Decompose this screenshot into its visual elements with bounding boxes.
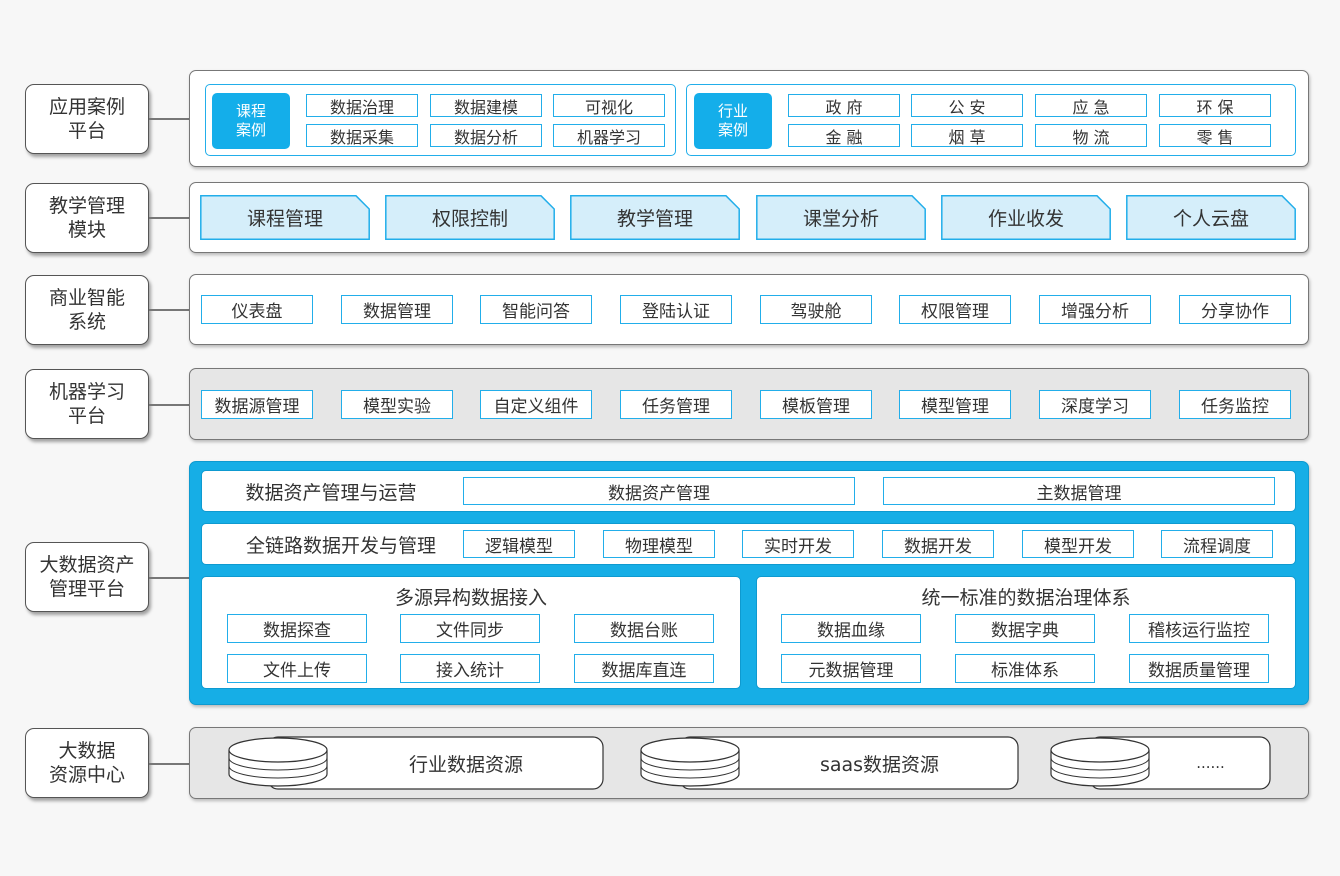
teaching-module-label: 教学管理: [616, 208, 693, 230]
data-dev-item[interactable]: 实时开发: [742, 530, 854, 558]
course-case-item[interactable]: 数据治理: [306, 94, 418, 117]
connector-line: [149, 217, 189, 219]
course-case-item[interactable]: 数据分析: [430, 124, 542, 147]
data-governance-item[interactable]: 标准体系: [955, 654, 1095, 683]
resource-label: saas数据资源: [819, 753, 940, 776]
ml-platform-item[interactable]: 模型实验: [341, 390, 453, 419]
tab-shape: [200, 195, 370, 240]
teaching-module-label: 权限控制: [431, 208, 508, 230]
data-ingest-item[interactable]: 文件同步: [400, 614, 540, 643]
resource-label: 行业数据资源: [408, 753, 523, 776]
data-dev-item[interactable]: 数据开发: [882, 530, 994, 558]
resource-item[interactable]: saas数据资源: [640, 736, 1019, 790]
bi-system-item[interactable]: 权限管理: [899, 295, 1011, 324]
tab-shape: [941, 195, 1111, 240]
connector-line: [149, 118, 189, 120]
data-dev-title: 全链路数据开发与管理: [245, 534, 436, 557]
data-ingest-item[interactable]: 数据探查: [227, 614, 367, 643]
resource-label: ......: [1196, 754, 1225, 772]
bi-system-item[interactable]: 登陆认证: [620, 295, 732, 324]
resource-item[interactable]: ......: [1050, 736, 1271, 790]
data-ingest-item[interactable]: 文件上传: [227, 654, 367, 683]
course-case-tag: 课程 案例: [212, 93, 290, 149]
teaching-module-panel: [189, 182, 1309, 253]
ml-platform-item[interactable]: 深度学习: [1039, 390, 1151, 419]
connector-line: [149, 577, 189, 579]
teaching-module-label: 作业收发: [987, 208, 1064, 230]
data-ingest-item[interactable]: 数据库直连: [574, 654, 714, 683]
data-governance-item[interactable]: 稽核运行监控: [1129, 614, 1269, 643]
course-case-item[interactable]: 机器学习: [553, 124, 665, 147]
bi-system-item[interactable]: 分享协作: [1179, 295, 1291, 324]
industry-case-item[interactable]: 环 保: [1159, 94, 1271, 117]
teaching-module-item[interactable]: 个人云盘: [1126, 195, 1296, 240]
data-governance-item[interactable]: 元数据管理: [781, 654, 921, 683]
ml-platform-item[interactable]: 任务管理: [620, 390, 732, 419]
tab-shape: [1126, 195, 1296, 240]
teaching-module-item[interactable]: 作业收发: [941, 195, 1111, 240]
industry-case-item[interactable]: 公 安: [911, 94, 1023, 117]
data-ingest-title: 多源异构数据接入: [394, 586, 547, 609]
industry-case-item[interactable]: 政 府: [788, 94, 900, 117]
database-icon: [1050, 736, 1271, 790]
connector-line: [149, 404, 189, 406]
row-label-resource-center: 大数据 资源中心: [25, 728, 149, 798]
teaching-module-label: 课程管理: [246, 208, 323, 230]
asset-management-item[interactable]: 数据资产管理: [463, 477, 855, 505]
database-icon: [228, 736, 604, 790]
row-label-bigdata-platform: 大数据资产 管理平台: [25, 542, 149, 612]
teaching-module-item[interactable]: 课堂分析: [756, 195, 926, 240]
data-dev-item[interactable]: 模型开发: [1022, 530, 1134, 558]
tab-shape: [756, 195, 926, 240]
connector-line: [149, 309, 189, 311]
industry-case-tag: 行业 案例: [694, 93, 772, 149]
asset-management-title: 数据资产管理与运营: [245, 481, 417, 504]
data-governance-title: 统一标准的数据治理体系: [921, 586, 1131, 609]
bi-system-item[interactable]: 增强分析: [1039, 295, 1151, 324]
tab-shape: [385, 195, 555, 240]
industry-case-item[interactable]: 烟 草: [911, 124, 1023, 147]
industry-case-item[interactable]: 零 售: [1159, 124, 1271, 147]
ml-platform-item[interactable]: 数据源管理: [201, 390, 313, 419]
teaching-module-item[interactable]: 权限控制: [385, 195, 555, 240]
course-case-item[interactable]: 数据建模: [430, 94, 542, 117]
data-governance-item[interactable]: 数据质量管理: [1129, 654, 1269, 683]
bi-system-item[interactable]: 智能问答: [480, 295, 592, 324]
ml-platform-item[interactable]: 模板管理: [760, 390, 872, 419]
row-label-ml-platform: 机器学习 平台: [25, 369, 149, 439]
asset-management-item[interactable]: 主数据管理: [883, 477, 1275, 505]
bi-system-item[interactable]: 驾驶舱: [760, 295, 872, 324]
data-dev-item[interactable]: 物理模型: [603, 530, 715, 558]
connector-line: [149, 763, 189, 765]
teaching-module-item[interactable]: 教学管理: [570, 195, 740, 240]
data-ingest-item[interactable]: 接入统计: [400, 654, 540, 683]
data-governance-item[interactable]: 数据字典: [955, 614, 1095, 643]
data-dev-item[interactable]: 逻辑模型: [463, 530, 575, 558]
data-dev-item[interactable]: 流程调度: [1161, 530, 1273, 558]
bi-system-item[interactable]: 数据管理: [341, 295, 453, 324]
teaching-module-label: 课堂分析: [802, 208, 879, 230]
industry-case-item[interactable]: 金 融: [788, 124, 900, 147]
data-governance-item[interactable]: 数据血缘: [781, 614, 921, 643]
ml-platform-item[interactable]: 自定义组件: [480, 390, 592, 419]
row-label-teaching-module: 教学管理 模块: [25, 183, 149, 253]
course-case-item[interactable]: 可视化: [553, 94, 665, 117]
row-label-app-platform: 应用案例 平台: [25, 84, 149, 154]
ml-platform-item[interactable]: 任务监控: [1179, 390, 1291, 419]
resource-item[interactable]: 行业数据资源: [228, 736, 604, 790]
row-label-bi-system: 商业智能 系统: [25, 275, 149, 345]
database-icon: [640, 736, 1019, 790]
teaching-module-label: 个人云盘: [1172, 208, 1249, 230]
industry-case-item[interactable]: 应 急: [1035, 94, 1147, 117]
tab-shape: [570, 195, 740, 240]
course-case-item[interactable]: 数据采集: [306, 124, 418, 147]
bi-system-item[interactable]: 仪表盘: [201, 295, 313, 324]
industry-case-item[interactable]: 物 流: [1035, 124, 1147, 147]
data-ingest-item[interactable]: 数据台账: [574, 614, 714, 643]
teaching-module-item[interactable]: 课程管理: [200, 195, 370, 240]
ml-platform-item[interactable]: 模型管理: [899, 390, 1011, 419]
